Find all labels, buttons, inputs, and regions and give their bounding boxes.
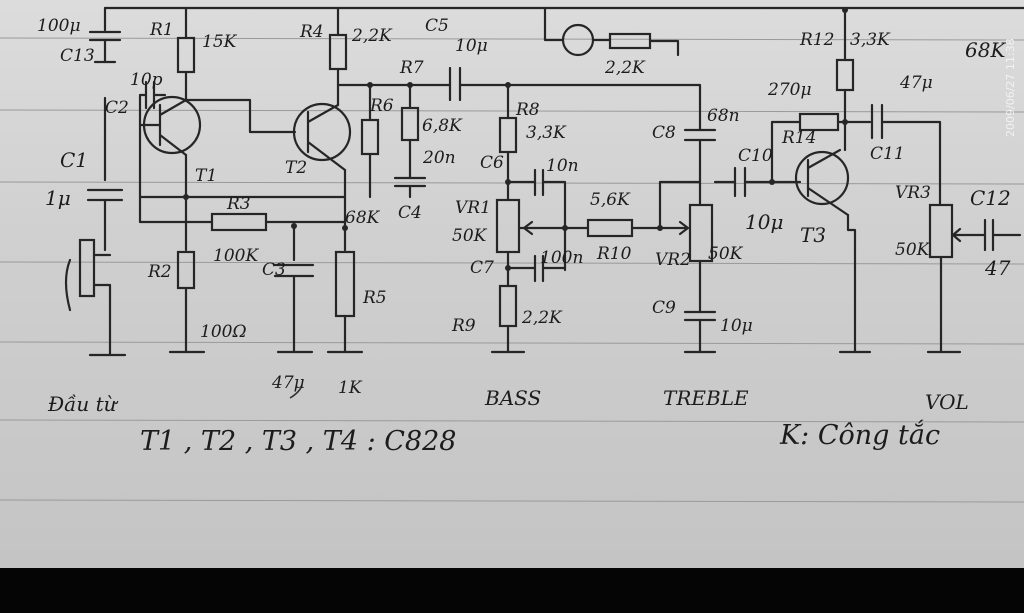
label-r9: R9 xyxy=(452,316,476,336)
label-r8-value: 3,3K xyxy=(526,123,566,143)
image-bottom-border xyxy=(0,568,1024,613)
date-stamp-text: 2009/06/27 11:38 xyxy=(1004,38,1017,137)
label-r7: R7 xyxy=(400,58,424,78)
label-c4-value: 20n xyxy=(423,148,456,168)
label-r9-value: 2,2K xyxy=(522,308,562,328)
label-c13: C13 xyxy=(60,46,95,66)
label-r8: R8 xyxy=(516,100,540,120)
potentiometer-vr3 xyxy=(928,203,954,259)
label-r6: R6 xyxy=(370,96,394,116)
label-t1: T1 xyxy=(195,166,218,186)
label-c9-value: 10μ xyxy=(720,316,753,336)
label-c5-value: 10μ xyxy=(455,36,488,56)
resistor-r7 xyxy=(400,106,420,142)
label-c5: C5 xyxy=(425,16,449,36)
label-treble: TREBLE xyxy=(663,386,749,410)
resistor-r3 xyxy=(210,212,268,232)
label-r10: R10 xyxy=(597,244,632,264)
label-c2: C2 xyxy=(105,98,129,118)
label-r14: R14 xyxy=(782,128,817,148)
resistor-r8 xyxy=(498,116,518,154)
label-r2-value: 100Ω xyxy=(200,322,247,342)
label-r1-value: 15K xyxy=(202,32,237,52)
label-vr3-value: 50K xyxy=(895,240,930,260)
notebook-page: 100μ C13 R1 15K R4 2,2K C5 10μ 2,2K R12 … xyxy=(0,0,1024,568)
label-vol: VOL xyxy=(925,390,969,414)
label-r6-value: 6,8K xyxy=(422,116,462,136)
date-stamp: 2009/06/27 11:38 xyxy=(1004,12,1022,137)
label-r2: R2 xyxy=(148,262,172,282)
label-bass: BASS xyxy=(485,386,542,410)
resistor-r12 xyxy=(835,58,855,92)
label-c7-value: 100n xyxy=(540,248,584,268)
label-output-68k: 68K xyxy=(965,38,1006,62)
label-vr3: VR3 xyxy=(895,183,931,203)
label-c12-value: 47 xyxy=(985,256,1011,280)
label-c10-value: 10μ xyxy=(745,210,784,234)
schematic-drawing xyxy=(0,6,1024,503)
label-vr1-value: 50K xyxy=(452,226,487,246)
label-r4: R4 xyxy=(300,22,324,42)
label-c13-value: 100μ xyxy=(37,16,81,36)
label-r5-value: 1K xyxy=(338,378,362,398)
label-c7: C7 xyxy=(470,258,494,278)
label-vr1: VR1 xyxy=(455,198,491,218)
label-c8: C8 xyxy=(652,123,676,143)
label-input: Đầu từ xyxy=(48,392,117,416)
label-r1: R1 xyxy=(150,20,174,40)
resistor-r1 xyxy=(176,36,196,74)
transistor-note: T1 , T2 , T3 , T4 : C828 xyxy=(140,426,457,457)
transistor-t3 xyxy=(794,150,850,206)
label-r14-value: 270μ xyxy=(768,80,812,100)
label-c8-value: 68n xyxy=(707,106,740,126)
resistor-r5 xyxy=(334,250,356,318)
resistor-r11 xyxy=(608,32,652,50)
label-c12: C12 xyxy=(970,186,1011,210)
transistor-t2 xyxy=(292,102,352,162)
label-c3: C3 xyxy=(262,260,286,280)
label-c11-value: 47μ xyxy=(900,73,933,93)
resistor-r9 xyxy=(498,284,518,328)
label-c1: C1 xyxy=(60,148,89,172)
resistor-r6 xyxy=(360,118,380,156)
label-r12-value: 3,3K xyxy=(850,30,890,50)
label-c6-value: 10n xyxy=(546,156,579,176)
label-c9: C9 xyxy=(652,298,676,318)
label-r5: R5 xyxy=(363,288,387,308)
capacitor-c13 xyxy=(88,30,122,64)
label-r3-value: 100K xyxy=(213,246,259,266)
label-r11-value: 2,2K xyxy=(605,58,645,78)
label-t3: T3 xyxy=(800,223,827,247)
label-vr2: VR2 xyxy=(655,250,691,270)
resistor-r4 xyxy=(328,33,348,71)
label-c10: C10 xyxy=(738,146,773,166)
switch-note: K: Công tắc xyxy=(780,420,941,451)
label-r12: R12 xyxy=(800,30,835,50)
label-r5-junction: 68K xyxy=(345,208,380,228)
label-t2: T2 xyxy=(285,158,308,178)
label-r10-value: 5,6K xyxy=(590,190,630,210)
label-r3: R3 xyxy=(227,194,251,214)
label-c11: C11 xyxy=(870,144,905,164)
label-c6: C6 xyxy=(480,153,504,173)
label-c3-value: 47μ xyxy=(272,373,305,393)
label-c1-value: 1μ xyxy=(45,186,71,210)
label-c4: C4 xyxy=(398,203,422,223)
label-vr2-value: 50K xyxy=(708,244,743,264)
label-r4-value: 2,2K xyxy=(352,26,392,46)
potentiometer-vr1 xyxy=(495,198,521,254)
resistor-r2 xyxy=(176,250,196,290)
tape-head xyxy=(78,238,96,298)
label-c2-value: 10p xyxy=(130,70,163,90)
resistor-r10 xyxy=(586,218,634,238)
